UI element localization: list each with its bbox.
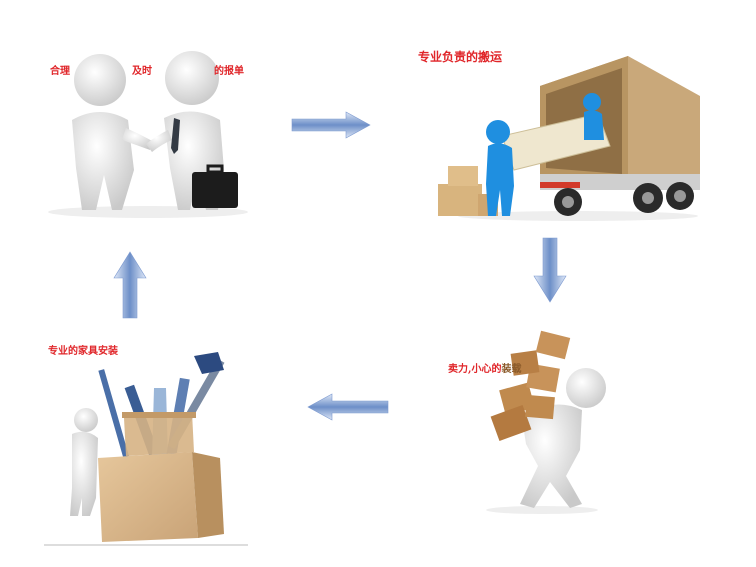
carrying-boxes-illustration (486, 330, 606, 514)
label-quote: 的报单 (214, 66, 244, 77)
arrow-down (533, 237, 567, 303)
arrow-right (291, 111, 371, 139)
arrow-left (307, 393, 389, 421)
label-careful-loading-text: 卖力,小心的 (448, 364, 502, 375)
label-reasonable: 合理 (50, 66, 70, 77)
label-timely: 及时 (132, 66, 152, 77)
arrow-up (113, 251, 147, 319)
handshake-illustration (48, 51, 248, 218)
label-furniture-installation: 专业的家具安装 (48, 346, 118, 357)
moving-truck-illustration (438, 56, 700, 221)
toolbox-illustration (44, 352, 248, 546)
label-careful-loading: 卖力,小心的装载 (448, 360, 521, 375)
label-careful-loading-tail: 装载 (501, 364, 522, 375)
label-professional-moving: 专业负责的搬运 (418, 50, 503, 64)
